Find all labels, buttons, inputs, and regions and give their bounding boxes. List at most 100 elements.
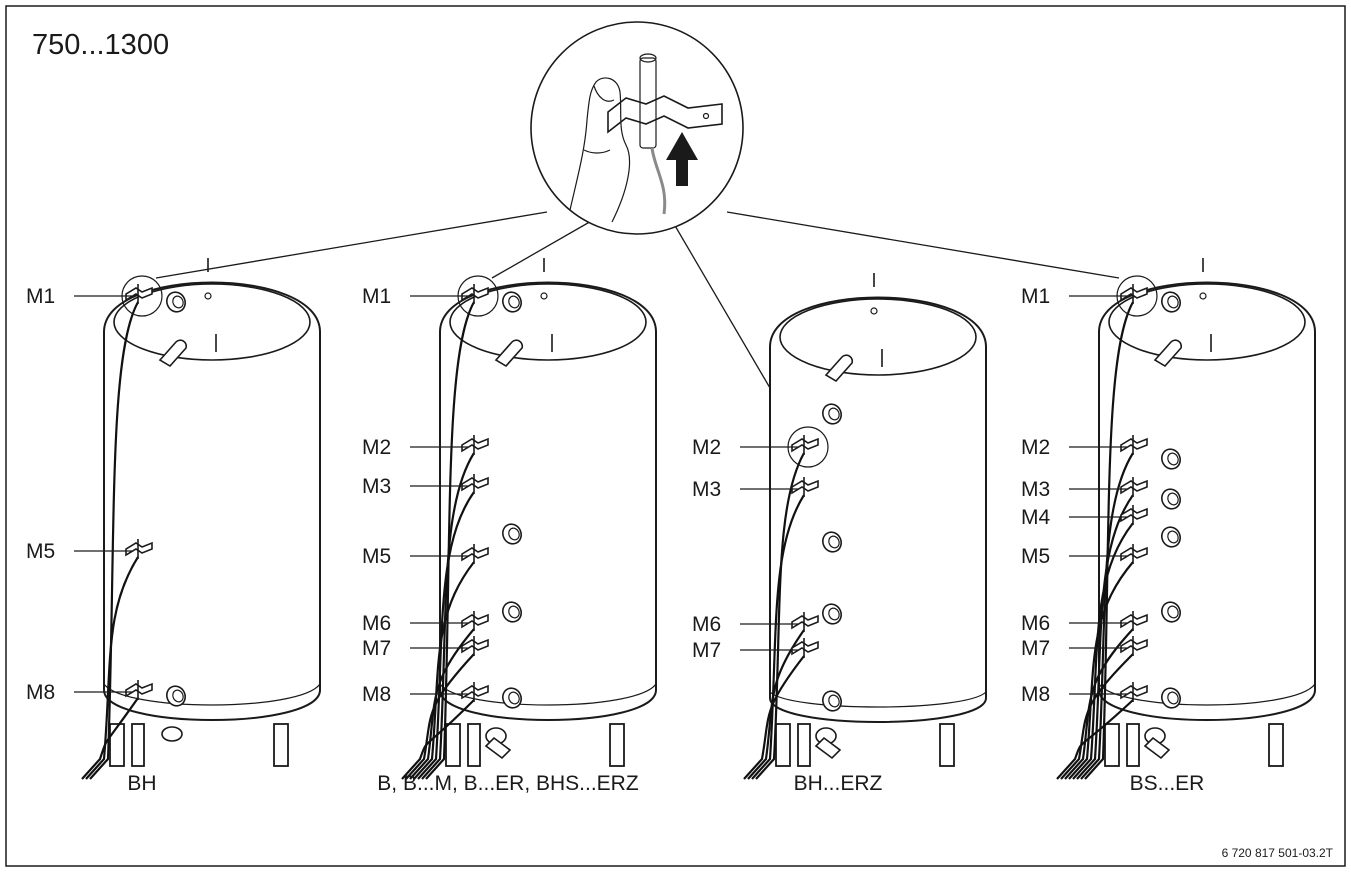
sensor-cable — [1068, 561, 1134, 780]
nozzle-bore — [1167, 691, 1179, 705]
nozzle-bore — [828, 535, 840, 549]
sensor-m7: M7 — [1021, 636, 1148, 780]
sensor-label: M3 — [692, 478, 721, 501]
vent-port — [204, 292, 212, 300]
sensor-m6: M6 — [1021, 611, 1148, 780]
sensor-label: M7 — [1021, 637, 1050, 660]
sensor-label: M5 — [362, 545, 391, 568]
tank-leg — [467, 723, 481, 767]
sensor-label: M3 — [362, 475, 391, 498]
sensor-cable — [85, 556, 139, 780]
sensor-highlight-circle — [787, 426, 829, 468]
sensor-cable — [751, 494, 805, 780]
sensor-label: M6 — [362, 612, 391, 635]
sensor-wire-icon — [650, 147, 667, 215]
finger-nail — [593, 85, 615, 102]
sensor-m5: M5 — [362, 544, 489, 780]
sensor-label: M6 — [1021, 612, 1050, 635]
nozzle-bore — [1167, 530, 1179, 544]
sensor-label: M7 — [362, 637, 391, 660]
tank-caption: BH...ERZ — [794, 772, 883, 795]
sensor-cable — [743, 655, 805, 780]
sensor-label: M8 — [1021, 683, 1050, 706]
bottom-pipe-stub — [1143, 736, 1171, 760]
sensor-m1: M1 — [26, 275, 163, 780]
sensor-cable — [1060, 653, 1134, 780]
sensor-m5: M5 — [26, 539, 153, 780]
sensor-cable — [405, 653, 475, 780]
figure-code: 6 720 817 501-03.2T — [1222, 846, 1334, 860]
nozzle-bore — [508, 691, 520, 705]
bottom-pipe-stub — [484, 736, 512, 760]
sensor-m2: M2 — [362, 435, 489, 780]
sensor-m3: M3 — [1021, 477, 1148, 780]
finger-crease — [583, 149, 611, 154]
sensor-m5: M5 — [1021, 544, 1148, 780]
tank-leg — [1268, 723, 1284, 767]
tank-caption: BH — [127, 772, 156, 795]
top-pipe-stub — [1153, 339, 1183, 368]
sensor-cable — [89, 301, 139, 780]
tank-bottom-band — [1098, 683, 1316, 706]
sensor-m8: M8 — [26, 680, 153, 780]
sensor-label: M1 — [1021, 285, 1050, 308]
sensor-cable — [413, 561, 475, 780]
vent-port — [540, 292, 548, 300]
figure-title: 750...1300 — [32, 29, 169, 61]
sensor-highlight-circle — [121, 275, 163, 317]
tank-caption: B, B...M, B...ER, BHS...ERZ — [377, 772, 639, 795]
tank-lid — [113, 283, 311, 361]
sensor-m3: M3 — [692, 477, 819, 780]
tank-leg — [109, 723, 125, 767]
nozzle-bore — [508, 605, 520, 619]
pipe-end — [639, 53, 657, 63]
tank-leg — [445, 723, 461, 767]
nozzle-bore — [828, 694, 840, 708]
detail-leader — [155, 211, 548, 279]
vent-port — [870, 307, 878, 315]
sensor-cable — [1084, 301, 1134, 780]
clip-icon — [607, 95, 723, 134]
nozzle-bore — [508, 527, 520, 541]
tank-caption: BS...ER — [1130, 772, 1205, 795]
sensor-label: M5 — [26, 540, 55, 563]
nozzle-bore — [828, 407, 840, 421]
bottom-pipe — [161, 726, 183, 742]
sensor-m1: M1 — [1021, 275, 1158, 780]
tank-bottom-band — [439, 683, 657, 706]
arrow-up-icon — [666, 132, 698, 186]
tank-leg — [775, 723, 791, 767]
top-pipe-stub — [494, 339, 524, 368]
tank-lid — [449, 283, 647, 361]
tank-lid — [779, 298, 977, 376]
nozzle-bore — [1167, 452, 1179, 466]
sensor-label: M2 — [1021, 436, 1050, 459]
sensor-m1: M1 — [362, 275, 499, 780]
nozzle-bore — [1167, 295, 1179, 309]
tank-body — [439, 281, 657, 721]
finger-icon — [569, 77, 631, 223]
nozzle-bore — [172, 689, 184, 703]
nozzle-bore — [1167, 605, 1179, 619]
tank-body — [103, 281, 321, 721]
sensor-label: M5 — [1021, 545, 1050, 568]
sensor-cable — [1076, 494, 1134, 780]
detail-leader — [726, 211, 1120, 279]
sensor-cable — [1056, 699, 1134, 780]
sensor-cable — [81, 697, 139, 780]
sensor-m8: M8 — [362, 682, 489, 780]
tank-leg — [131, 723, 145, 767]
top-pipe-stub — [158, 339, 188, 368]
top-pipe-stub — [824, 354, 854, 383]
tank-body — [1098, 281, 1316, 721]
sensor-label: M2 — [692, 436, 721, 459]
tank-leg — [273, 723, 289, 767]
sensor-label: M2 — [362, 436, 391, 459]
tank-leg — [797, 723, 811, 767]
detail-circle — [530, 21, 744, 235]
sensor-highlight-circle — [1116, 275, 1158, 317]
bottom-pipe-stub — [814, 736, 842, 760]
